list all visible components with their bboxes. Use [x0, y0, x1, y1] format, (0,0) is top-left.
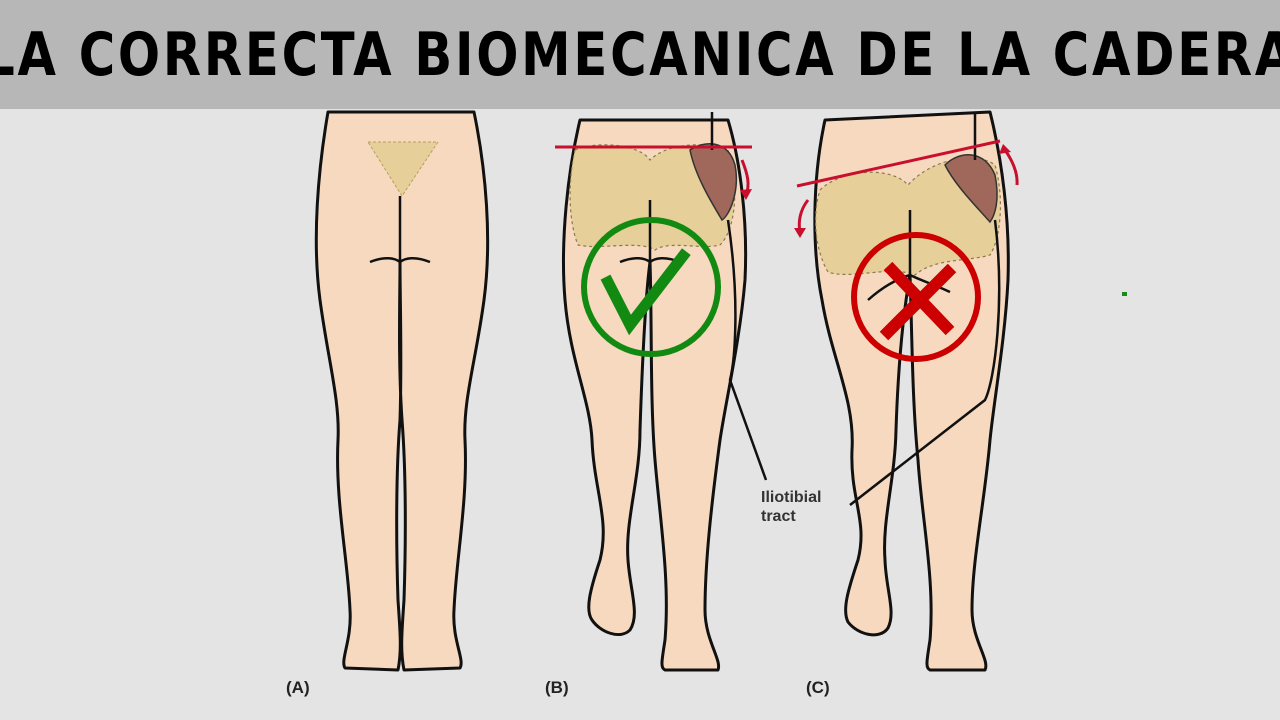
hip-biomechanics-illustration: .skin{fill:#f6d9be;stroke:#111;stroke-wi…	[314, 110, 1019, 672]
page-title: LA CORRECTA BIOMECANICA DE LA CADERA	[0, 19, 1280, 90]
figure-b-level-pelvis	[555, 112, 768, 672]
title-banner: LA CORRECTA BIOMECANICA DE LA CADERA	[0, 0, 1280, 109]
annotation-line-1: Iliotibial	[761, 489, 822, 506]
stray-dot	[1122, 292, 1127, 296]
annotation-line-2: tract	[761, 508, 796, 525]
iliotibial-tract-annotation: Iliotibial tract	[761, 488, 821, 526]
figure-c-label: (C)	[806, 678, 830, 697]
figure-a-label: (A)	[286, 678, 310, 697]
x-circle-icon	[851, 232, 981, 362]
figure-c-tilted-pelvis	[794, 110, 1019, 672]
figure-b-label: (B)	[545, 678, 569, 697]
figure-a-standing	[314, 110, 490, 672]
check-circle-icon	[581, 217, 721, 357]
